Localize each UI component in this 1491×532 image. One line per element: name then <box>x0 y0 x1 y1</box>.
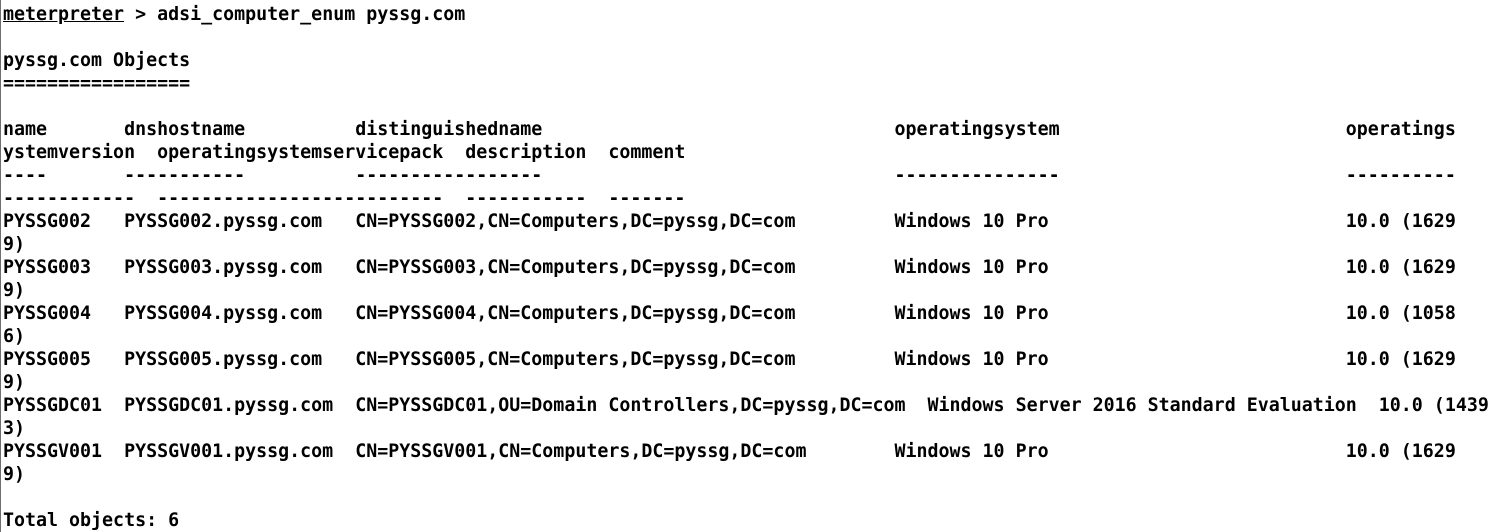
command-text: > adsi_computer_enum pyssg.com <box>124 4 466 25</box>
table-row: PYSSGV001 PYSSGV001.pyssg.com CN=PYSSGV0… <box>3 441 1456 462</box>
table-row-wrap: 9) <box>3 234 26 255</box>
table-row-wrap: 9) <box>3 280 26 301</box>
table-separator-row: ---- ----------- ----------------- -----… <box>3 165 1456 186</box>
table-row: PYSSG003 PYSSG003.pyssg.com CN=PYSSG003,… <box>3 257 1456 278</box>
objects-heading: pyssg.com Objects <box>3 50 191 71</box>
table-row: PYSSG002 PYSSG002.pyssg.com CN=PYSSG002,… <box>3 211 1456 232</box>
table-row: PYSSGDC01 PYSSGDC01.pyssg.com CN=PYSSGDC… <box>3 395 1489 416</box>
meterpreter-prompt: meterpreter <box>3 4 125 25</box>
table-separator-row-wrap: ------------ -------------------------- … <box>3 188 686 209</box>
table-row-wrap: 9) <box>3 372 26 393</box>
table-row-wrap: 3) <box>3 418 26 439</box>
table-row-wrap: 6) <box>3 326 26 347</box>
command-line: meterpreter > adsi_computer_enum pyssg.c… <box>3 3 465 26</box>
table-header-row-wrap: ystemversion operatingsystemservicepack … <box>3 142 686 163</box>
table-row-wrap: 9) <box>3 464 26 485</box>
table-row: PYSSG004 PYSSG004.pyssg.com CN=PYSSG004,… <box>3 303 1456 324</box>
table-row: PYSSG005 PYSSG005.pyssg.com CN=PYSSG005,… <box>3 349 1456 370</box>
heading-underline: ================= <box>3 73 191 94</box>
total-objects-line: Total objects: 6 <box>3 510 180 531</box>
table-header-row: name dnshostname distinguishedname opera… <box>3 119 1456 140</box>
